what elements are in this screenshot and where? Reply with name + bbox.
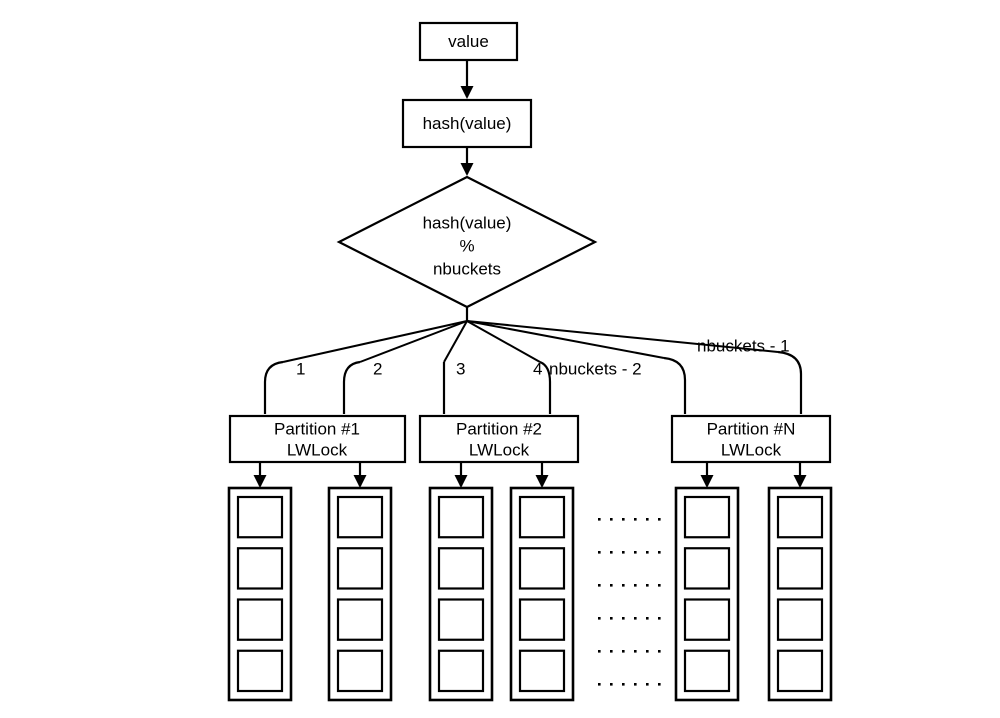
ellipsis-dot	[634, 518, 637, 521]
partition-node-n: Partition #N LWLock	[670, 414, 832, 464]
bucket-slot	[518, 547, 566, 590]
fanout-branch-2	[342, 320, 468, 414]
ellipsis-dot	[610, 518, 613, 521]
hash-node-label: hash(value)	[423, 114, 512, 133]
bucket-slot	[683, 495, 731, 539]
ellipsis-dots	[598, 518, 661, 686]
ellipsis-dot	[634, 650, 637, 653]
decision-line-1: hash(value)	[423, 213, 512, 232]
bucket-slot	[437, 495, 485, 539]
partition-n-name: Partition #N	[707, 419, 796, 438]
ellipsis-dot	[622, 551, 625, 554]
bucket-column	[227, 486, 293, 702]
ellipsis-dot	[658, 683, 661, 686]
bucket-column	[674, 486, 740, 702]
bucket-slot	[336, 495, 384, 539]
partition-1-name: Partition #1	[274, 419, 360, 438]
ellipsis-dot	[610, 617, 613, 620]
ellipsis-dot	[646, 683, 649, 686]
value-node: value	[418, 21, 519, 62]
bucket-slot	[336, 598, 384, 641]
bucket-slot	[683, 547, 731, 590]
partition-1-lock: LWLock	[287, 440, 348, 459]
ellipsis-dot	[646, 551, 649, 554]
bucket-slot	[518, 649, 566, 693]
ellipsis-dot	[634, 683, 637, 686]
bucket-slot	[236, 495, 284, 539]
ellipsis-dot	[622, 683, 625, 686]
ellipsis-dot	[598, 584, 601, 587]
fanout-label-3: 3	[456, 359, 465, 378]
bucket-slot	[336, 649, 384, 693]
ellipsis-dot	[610, 650, 613, 653]
ellipsis-dot	[598, 518, 601, 521]
bucket-slot	[518, 495, 566, 539]
ellipsis-dot	[610, 683, 613, 686]
partition-2-name: Partition #2	[456, 419, 542, 438]
ellipsis-dot	[622, 617, 625, 620]
ellipsis-dot	[598, 683, 601, 686]
fanout-branch-4	[466, 320, 552, 414]
decision-node: hash(value) % nbuckets	[336, 175, 598, 309]
bucket-slot	[236, 649, 284, 693]
decision-line-3: nbuckets	[433, 259, 501, 278]
bucket-slot	[776, 495, 824, 539]
bucket-column	[327, 486, 393, 702]
ellipsis-dot	[646, 584, 649, 587]
ellipsis-dot	[598, 617, 601, 620]
partition-node-1: Partition #1 LWLock	[228, 414, 407, 464]
bucket-slot	[776, 649, 824, 693]
partition-2-lock: LWLock	[469, 440, 530, 459]
ellipsis-dot	[610, 551, 613, 554]
partition-n-lock: LWLock	[721, 440, 782, 459]
bucket-column	[509, 486, 575, 702]
bucket-slot	[437, 649, 485, 693]
value-node-label: value	[448, 32, 489, 51]
ellipsis-dot	[658, 584, 661, 587]
bucket-slot	[336, 547, 384, 590]
ellipsis-dot	[658, 518, 661, 521]
fanout-label-nbuckets-1: nbuckets - 1	[697, 336, 790, 355]
ellipsis-dot	[658, 650, 661, 653]
bucket-slot	[683, 649, 731, 693]
bucket-slot	[437, 598, 485, 641]
bucket-slot	[236, 598, 284, 641]
ellipsis-dot	[646, 518, 649, 521]
fanout-label-nbuckets-2: nbuckets - 2	[549, 359, 642, 378]
fanout-branch-1	[263, 320, 468, 414]
ellipsis-dot	[610, 584, 613, 587]
ellipsis-dot	[622, 584, 625, 587]
partition-node-2: Partition #2 LWLock	[418, 414, 580, 464]
ellipsis-dot	[598, 551, 601, 554]
ellipsis-dot	[634, 617, 637, 620]
bucket-slot	[683, 598, 731, 641]
fanout-branch-nbuckets-1	[466, 320, 803, 414]
bucket-slot	[776, 547, 824, 590]
bucket-slot	[776, 598, 824, 641]
hash-node: hash(value)	[401, 98, 533, 149]
ellipsis-dot	[634, 584, 637, 587]
ellipsis-dot	[646, 650, 649, 653]
ellipsis-dot	[622, 518, 625, 521]
bucket-column	[767, 486, 833, 702]
bucket-column	[428, 486, 494, 702]
ellipsis-dot	[598, 650, 601, 653]
fanout-label-1: 1	[296, 359, 305, 378]
fanout-label-2: 2	[373, 359, 382, 378]
bucket-slot	[437, 547, 485, 590]
ellipsis-dot	[658, 617, 661, 620]
bucket-slot	[518, 598, 566, 641]
fanout-label-4: 4	[533, 359, 542, 378]
bucket-slot	[236, 547, 284, 590]
ellipsis-dot	[658, 551, 661, 554]
fanout-branch-3	[442, 320, 468, 414]
ellipsis-dot	[622, 650, 625, 653]
ellipsis-dot	[646, 617, 649, 620]
fanout-branch-nbuckets-2	[466, 320, 687, 414]
decision-line-2: %	[459, 236, 474, 255]
ellipsis-dot	[634, 551, 637, 554]
bucket-columns	[227, 486, 833, 702]
